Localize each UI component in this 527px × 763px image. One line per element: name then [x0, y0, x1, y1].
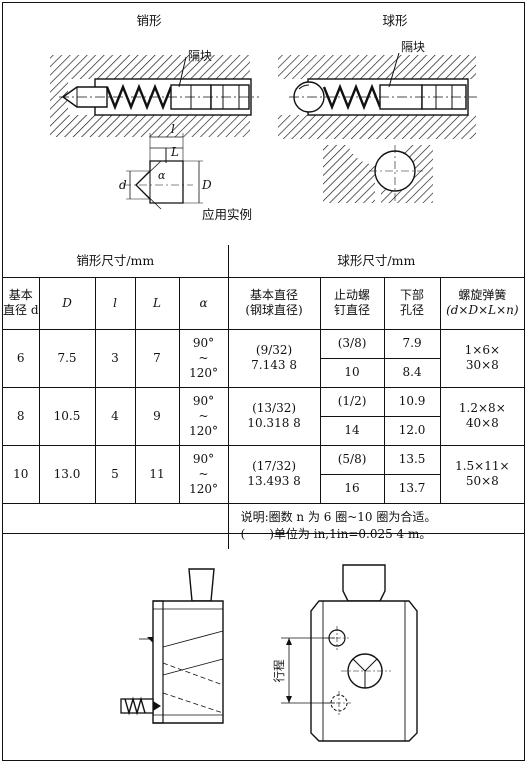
dim-L: L [170, 145, 179, 159]
col-ball-diameter: 基本直径 (钢球直径) [227, 276, 321, 330]
front-view-drawing: 行程 [272, 564, 418, 742]
ball-size-header: 球形尺寸/mm [227, 245, 525, 278]
top-drawings: 销形 球形 隔块 隔块 应用实例 [50, 13, 477, 222]
bottom-drawings: 行程 [120, 564, 418, 742]
dim-alpha: α [158, 169, 166, 182]
col-L: L [134, 276, 180, 330]
col-D: D [38, 276, 96, 330]
col-lower-hole: 下部 孔径 [383, 276, 441, 330]
table-column-header-row: 基本 直径 d D l L α 基本直径 (钢球直径) 止动螺 钉直径 下部 孔… [3, 276, 525, 330]
pin-detent-drawing [50, 55, 259, 137]
section-divider [3, 533, 524, 534]
table-notes-row: 说明:圈数 n 为 6 圈~10 圈为合适。 ( )单位为 in,1in=0.0… [3, 502, 525, 549]
table-row: 6 7.5 3 7 90° ~ 120° (9/32) 7.143 8 (3/8… [3, 328, 525, 388]
table-notes: 说明:圈数 n 为 6 圈~10 圈为合适。 ( )单位为 in,1in=0.0… [227, 502, 525, 549]
ball-spacer-label: 隔块 [401, 40, 425, 54]
col-stop-screw: 止动螺 钉直径 [319, 276, 385, 330]
table-row: 10 8.4 [3, 357, 524, 388]
spec-table: 销形尺寸/mm 球形尺寸/mm 基本 直径 d D l L α 基本直径 (钢球… [3, 245, 525, 549]
table-row: 8 10.5 4 9 90° ~ 120° (13/32) 10.318 8 (… [3, 386, 525, 446]
col-l: l [94, 276, 136, 330]
pin-dimension-sketch: l L d D α [119, 122, 212, 210]
dim-D: D [201, 178, 212, 192]
col-spring: 螺旋弹簧 (d×D×L×n) [439, 276, 525, 330]
dim-d: d [119, 178, 127, 192]
pin-type-title: 销形 [136, 13, 162, 28]
col-alpha: α [178, 276, 229, 330]
table-row: 10 13.0 5 11 90° ~ 120° (17/32) 13.493 8… [3, 444, 525, 504]
pin-size-header: 销形尺寸/mm [3, 245, 229, 278]
dim-l: l [171, 122, 175, 136]
ball-detent-drawing [278, 52, 477, 139]
col-basic-diameter: 基本 直径 d [3, 276, 40, 330]
stroke-label: 行程 [272, 659, 286, 682]
example-caption: 应用实例 [202, 207, 252, 222]
ball-socket-sketch [323, 145, 433, 203]
side-view-drawing [120, 568, 224, 724]
table-group-header-row: 销形尺寸/mm 球形尺寸/mm [3, 245, 525, 278]
ball-type-title: 球形 [382, 13, 408, 28]
